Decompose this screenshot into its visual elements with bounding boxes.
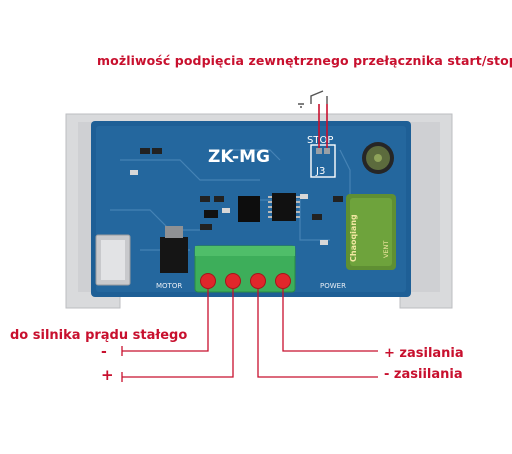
relay-brand-label: Chaoqiang <box>349 214 358 262</box>
power-silk-label: POWER <box>320 282 346 290</box>
screw-motor-minus <box>200 273 216 289</box>
mosfet <box>160 237 188 273</box>
stop-header-outline <box>310 144 336 178</box>
stop-pin-2 <box>324 148 330 154</box>
stop-wires <box>318 104 328 148</box>
power-minus-label: - zasiilania <box>384 367 463 382</box>
motor-caption: do silnika prądu stałego <box>10 328 188 343</box>
stop-label: STOP <box>307 135 333 146</box>
motor-plus-label: + <box>101 366 114 384</box>
board-model-label: ZK-MG <box>208 147 270 167</box>
relay-sub-label: VENT <box>382 241 390 258</box>
ic-chip <box>272 193 296 221</box>
smd-components <box>130 148 343 245</box>
stop-pin-1 <box>316 148 322 154</box>
screw-power-minus <box>275 273 291 289</box>
terminal-screws <box>200 273 291 289</box>
power-plus-label: + zasilania <box>384 346 464 361</box>
motor-minus-label: - <box>101 344 107 360</box>
j3-label: J3 <box>315 166 325 177</box>
screw-motor-plus <box>225 273 241 289</box>
callout-lines <box>121 289 378 382</box>
screw-power-plus <box>250 273 266 289</box>
motor-silk-label: MOTOR <box>156 282 182 290</box>
switch-symbol <box>298 90 328 108</box>
external-switch-caption: możliwość podpięcia zewnętrznego przełąc… <box>97 53 512 68</box>
